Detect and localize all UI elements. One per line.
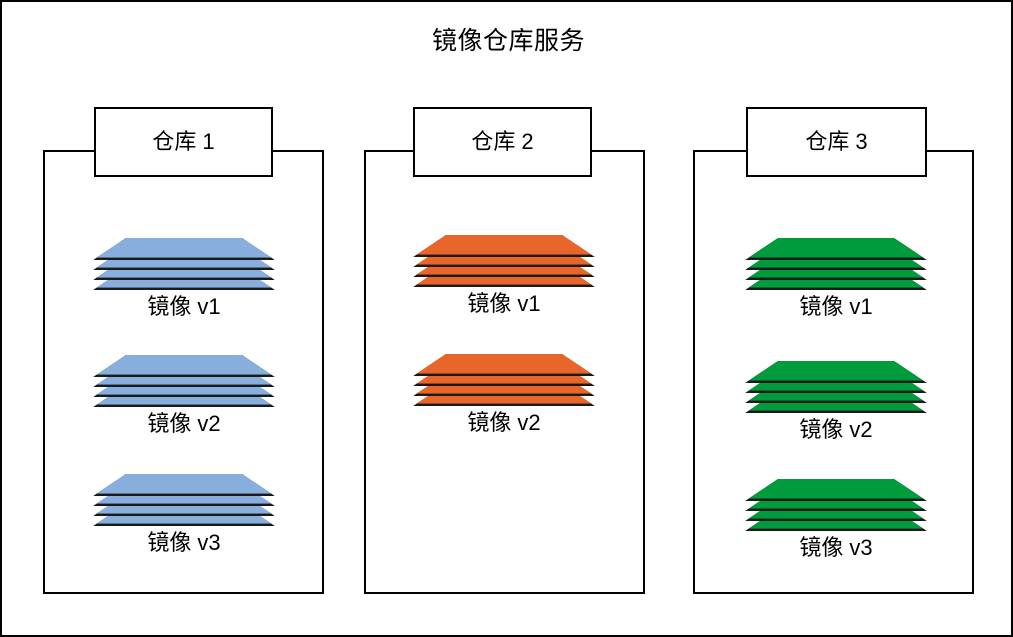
image-stack-group-1-3[interactable]: 镜像 v3 [93, 474, 275, 555]
image-caption: 镜像 v2 [147, 411, 221, 436]
image-stack-group-3-3[interactable]: 镜像 v3 [745, 479, 927, 560]
image-layer-fill [745, 479, 927, 499]
image-layer-stack [413, 354, 595, 406]
repository-label-box-2[interactable]: 仓库 2 [413, 107, 592, 177]
repository-label-2: 仓库 2 [471, 129, 534, 154]
page-title: 镜像仓库服务 [431, 27, 585, 55]
image-layer-stack [93, 355, 275, 407]
image-caption: 镜像 v3 [799, 535, 873, 560]
image-stack-group-1-1[interactable]: 镜像 v1 [93, 238, 275, 319]
image-layer-stack [93, 474, 275, 526]
image-stack-group-3-1[interactable]: 镜像 v1 [745, 238, 927, 319]
image-stack-group-2-2[interactable]: 镜像 v2 [413, 354, 595, 435]
image-layer-stack [93, 238, 275, 290]
image-layer-fill [93, 238, 275, 258]
image-stack-group-2-1[interactable]: 镜像 v1 [413, 235, 595, 316]
image-caption: 镜像 v2 [467, 410, 541, 435]
image-layer-stack [745, 479, 927, 531]
image-layer-stack [745, 238, 927, 290]
image-layer-fill [93, 474, 275, 494]
image-stack-group-1-2[interactable]: 镜像 v2 [93, 355, 275, 436]
image-caption: 镜像 v2 [799, 417, 873, 442]
repository-label-1: 仓库 1 [152, 129, 215, 154]
image-layer [413, 354, 595, 376]
repository-label-box-3[interactable]: 仓库 3 [746, 107, 927, 177]
image-stack-group-3-2[interactable]: 镜像 v2 [745, 361, 927, 442]
image-caption: 镜像 v1 [467, 291, 541, 316]
repository-label-box-1[interactable]: 仓库 1 [94, 107, 273, 177]
image-layer [745, 361, 927, 383]
repository-label-3: 仓库 3 [805, 129, 868, 154]
image-layer [745, 238, 927, 260]
image-layer [93, 474, 275, 496]
image-layer [413, 235, 595, 257]
image-layer-fill [413, 235, 595, 255]
image-caption: 镜像 v1 [799, 294, 873, 319]
image-layer-stack [745, 361, 927, 413]
image-layer [745, 479, 927, 501]
image-layer [93, 355, 275, 377]
image-layer-fill [93, 355, 275, 375]
image-layer-fill [745, 361, 927, 381]
image-layer-fill [745, 238, 927, 258]
image-layer [93, 238, 275, 260]
image-caption: 镜像 v1 [147, 294, 221, 319]
image-caption: 镜像 v3 [147, 530, 221, 555]
image-layer-fill [413, 354, 595, 374]
image-layer-stack [413, 235, 595, 287]
